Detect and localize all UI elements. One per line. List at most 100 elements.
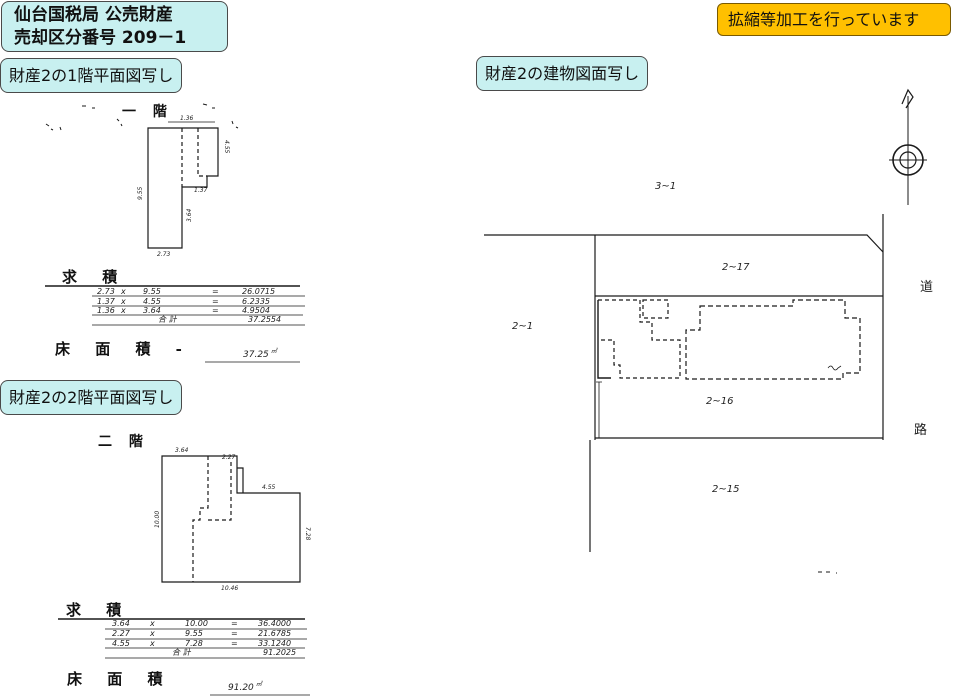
scan-noise bbox=[45, 103, 239, 131]
calc-row: 1.37 x 4.55 = 6.2335 bbox=[0, 298, 953, 308]
calc-times: x bbox=[150, 639, 155, 648]
parcel-label-north: 3~1 bbox=[655, 181, 677, 192]
calc-length: 4.55 bbox=[143, 297, 161, 306]
calc-result: 36.4000 bbox=[258, 619, 292, 628]
floor2-dim-left: 10.00 bbox=[154, 510, 161, 528]
calc-row: 3.64 x 10.00 = 36.4000 bbox=[0, 620, 953, 630]
calc-times: x bbox=[121, 287, 126, 296]
floor1-dim-right: 4.55 bbox=[223, 140, 230, 154]
compass-icon bbox=[889, 88, 927, 205]
calc-total: 91.2025 bbox=[263, 648, 297, 657]
shed-dashed bbox=[642, 299, 669, 319]
floor2-dim-right: 7.28 bbox=[304, 527, 311, 541]
calc-row: 4.55 x 7.28 = 33.1240 bbox=[0, 640, 953, 650]
calc-row: 1.36 x 3.64 = 4.9504 bbox=[0, 307, 953, 317]
site-top-boundary bbox=[484, 234, 884, 253]
calc-length: 9.55 bbox=[143, 287, 161, 296]
scan-speck bbox=[818, 571, 837, 574]
floor1-dim-bottom: 2.73 bbox=[157, 251, 171, 258]
floor2-area-label: 床 面 積 bbox=[67, 670, 173, 688]
calc-width: 2.27 bbox=[112, 629, 130, 638]
calc-equals: = bbox=[231, 629, 238, 638]
floor1-calc-title: 求 積 bbox=[62, 268, 128, 286]
floor2-notch bbox=[237, 467, 244, 493]
calc-width: 1.37 bbox=[97, 297, 115, 306]
calc-length: 10.00 bbox=[185, 619, 208, 628]
calc-total-row: 合 計 37.2554 bbox=[0, 316, 953, 326]
floor1-dim-step: 1.37 bbox=[194, 187, 208, 194]
floor1-dim-inner: 3.64 bbox=[186, 208, 193, 222]
calc-width: 4.55 bbox=[112, 639, 130, 648]
calc-length: 7.28 bbox=[185, 639, 203, 648]
road-label-bottom: 路 bbox=[914, 423, 928, 438]
calc-result: 26.0715 bbox=[242, 287, 276, 296]
floor1-title: 一 階 bbox=[122, 104, 173, 120]
floor1-area-number: 37.25 bbox=[243, 350, 269, 360]
calc-total: 37.2554 bbox=[248, 315, 282, 324]
floor2-area-unit: ㎡ bbox=[255, 681, 262, 688]
calc-total-label: 合 計 bbox=[172, 648, 191, 657]
floor2-dim-top-right: 4.55 bbox=[262, 484, 276, 491]
floor2-partition-dashed bbox=[192, 456, 209, 582]
floor2-outline bbox=[161, 455, 301, 583]
calc-width: 1.36 bbox=[97, 306, 115, 315]
calc-result: 4.9504 bbox=[242, 306, 270, 315]
floor1-partition-dashed bbox=[197, 128, 207, 177]
parcel-label-west: 2~1 bbox=[512, 321, 534, 332]
calc-times: x bbox=[121, 306, 126, 315]
calc-times: x bbox=[150, 619, 155, 628]
floor1-dim-left: 9.55 bbox=[137, 186, 144, 200]
calc-equals: = bbox=[212, 297, 219, 306]
calc-equals: = bbox=[212, 306, 219, 315]
calc-length: 3.64 bbox=[143, 306, 161, 315]
calc-times: x bbox=[121, 297, 126, 306]
caption-floor1-plan: 財産2の1階平面図写し bbox=[0, 58, 183, 93]
calc-total-row: 合 計 91.2025 bbox=[0, 649, 953, 659]
calc-equals: = bbox=[212, 287, 219, 296]
calc-times: x bbox=[150, 629, 155, 638]
north-arrow-icon bbox=[901, 88, 914, 109]
calc-result: 33.1240 bbox=[258, 639, 292, 648]
calc-equals: = bbox=[231, 619, 238, 628]
floor2-dim-top-left: 3.64 bbox=[175, 447, 189, 454]
scan-speck bbox=[45, 103, 239, 131]
calc-equals: = bbox=[231, 639, 238, 648]
setback-dimension-line bbox=[596, 381, 602, 439]
building-mark bbox=[827, 365, 842, 371]
annex-building-solid bbox=[597, 300, 611, 379]
tax-office-title: 仙台国税局 公売財産 bbox=[14, 5, 173, 25]
floor2-area-number: 91.20 bbox=[228, 683, 254, 693]
calc-result: 6.2335 bbox=[242, 297, 270, 306]
calc-result: 21.6785 bbox=[258, 629, 292, 638]
floor2-dim-top-mid: 2.27 bbox=[222, 454, 236, 461]
parcel-label-subject: 2~16 bbox=[706, 396, 734, 407]
floor1-outline bbox=[147, 127, 219, 249]
sale-lot-number: 売却区分番号 209－1 bbox=[14, 28, 187, 48]
floor2-partition-dashed bbox=[208, 462, 232, 521]
road-label-top: 道 bbox=[920, 280, 934, 295]
parcel-label-upper: 2~17 bbox=[722, 262, 750, 273]
parcel-label-south: 2~15 bbox=[712, 484, 740, 495]
caption-floor2-plan: 財産2の2階平面図写し bbox=[0, 380, 183, 415]
main-building-dashed bbox=[685, 299, 861, 380]
annex-building-dashed bbox=[598, 299, 681, 379]
floor2-dim-bottom: 10.46 bbox=[221, 585, 239, 592]
calc-length: 9.55 bbox=[185, 629, 203, 638]
property-id-box: 仙台国税局 公売財産 売却区分番号 209－1 bbox=[1, 1, 228, 52]
calc-width: 2.73 bbox=[97, 287, 115, 296]
processing-notice: 拡縮等加工を行っています bbox=[717, 3, 951, 36]
floor1-area-label: 床 面 積 - bbox=[55, 340, 192, 358]
floor1-dim-top: 1.36 bbox=[180, 115, 194, 122]
calc-total-label: 合 計 bbox=[158, 315, 177, 324]
calc-row: 2.27 x 9.55 = 21.6785 bbox=[0, 630, 953, 640]
calc-row: 2.73 x 9.55 = 26.0715 bbox=[0, 288, 953, 298]
calc-width: 3.64 bbox=[112, 619, 130, 628]
floor2-calc-title: 求 積 bbox=[66, 601, 132, 619]
caption-building-drawing: 財産2の建物図面写し bbox=[476, 56, 649, 91]
floor2-title: 二 階 bbox=[98, 434, 149, 450]
floor1-area-unit: ㎡ bbox=[270, 348, 277, 355]
